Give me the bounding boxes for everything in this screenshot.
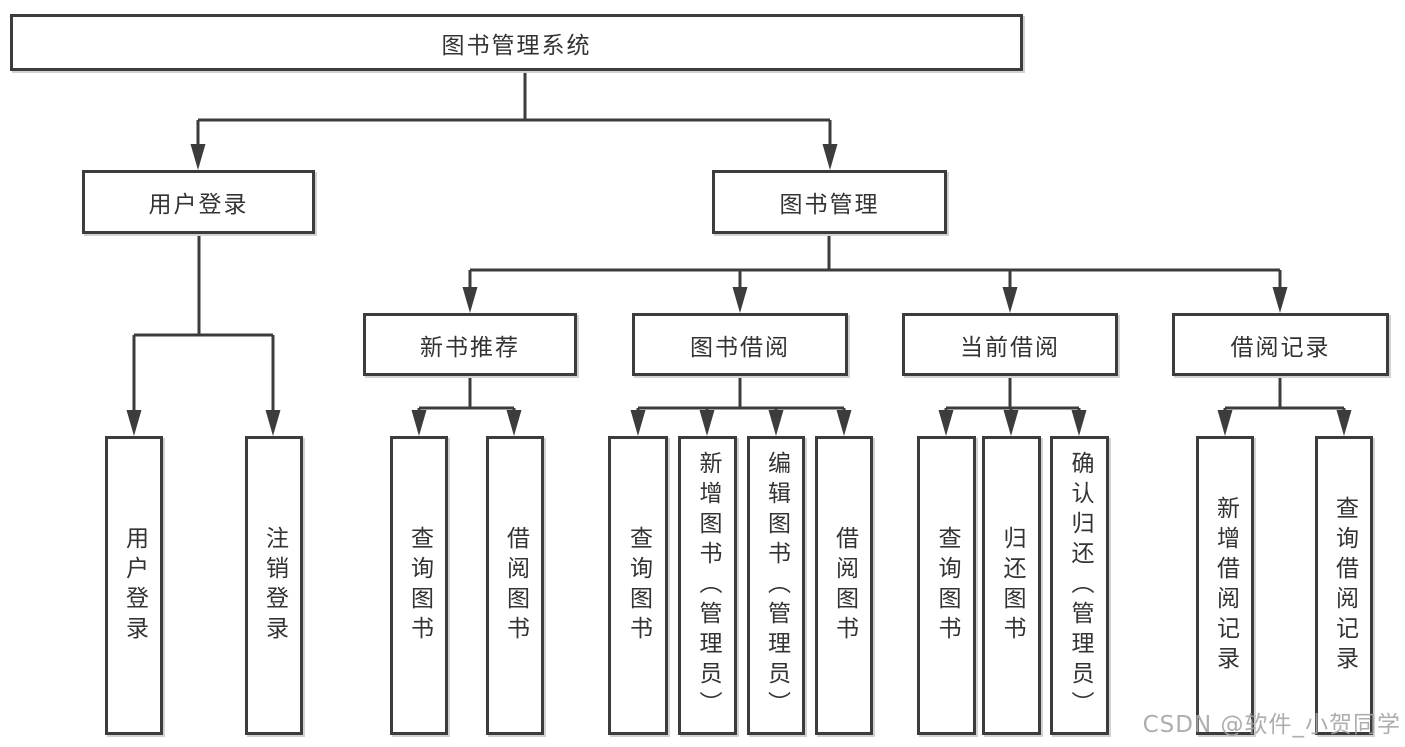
leaf-add-books-admin: 新增图书（管理员）: [678, 436, 737, 735]
node-label: 查询图书: [625, 525, 652, 646]
leaf-query-books-recommend: 查询图书: [390, 436, 448, 735]
node-label: 借阅图书: [502, 525, 529, 646]
node-label: 新增图书（管理员）: [695, 450, 721, 721]
leaf-query-books-borrowing: 查询图书: [608, 436, 668, 735]
node-label: 图书管理: [779, 192, 880, 218]
node-label: 新增借阅记录: [1212, 495, 1239, 676]
node-label: 用户登录: [121, 525, 148, 646]
leaf-logout: 注销登录: [245, 436, 303, 735]
node-book-borrowing: 图书借阅: [632, 313, 848, 376]
leaf-edit-books-admin: 编辑图书（管理员）: [747, 436, 805, 735]
leaf-query-books-current: 查询图书: [917, 436, 976, 735]
node-label: 借阅记录: [1230, 334, 1331, 361]
node-label: 编辑图书（管理员）: [763, 450, 790, 721]
leaf-add-borrow-record: 新增借阅记录: [1196, 436, 1254, 735]
node-label: 用户登录: [148, 192, 249, 218]
node-user-login: 用户登录: [82, 170, 315, 234]
node-current-borrowing: 当前借阅: [902, 313, 1118, 376]
node-new-book-recommendation: 新书推荐: [363, 313, 577, 376]
node-label: 查询借阅记录: [1331, 495, 1358, 676]
leaf-borrow-books-borrowing: 借阅图书: [815, 436, 873, 735]
node-label: 借阅图书: [831, 525, 858, 646]
node-label: 图书管理系统: [441, 32, 592, 59]
node-label: 查询图书: [934, 525, 960, 646]
node-label: 查询图书: [406, 525, 433, 646]
node-label: 归还图书: [999, 525, 1025, 646]
node-label: 图书借阅: [690, 334, 790, 361]
node-label: 注销登录: [261, 525, 288, 646]
leaf-query-borrow-record: 查询借阅记录: [1315, 436, 1373, 735]
leaf-user-login: 用户登录: [105, 436, 163, 735]
leaf-confirm-return-admin: 确认归还（管理员）: [1050, 436, 1109, 735]
csdn-watermark: CSDN @软件_小贺同学: [1142, 712, 1401, 738]
leaf-borrow-books-recommend: 借阅图书: [486, 436, 544, 735]
node-book-management: 图书管理: [712, 170, 947, 234]
node-label: 新书推荐: [420, 334, 520, 361]
leaf-return-books: 归还图书: [982, 436, 1041, 735]
node-borrowing-records: 借阅记录: [1172, 313, 1389, 376]
arrowheads: [126, 144, 1352, 436]
node-library-management-system: 图书管理系统: [10, 14, 1023, 71]
node-label: 当前借阅: [960, 334, 1060, 361]
node-label: 确认归还（管理员）: [1067, 450, 1093, 721]
